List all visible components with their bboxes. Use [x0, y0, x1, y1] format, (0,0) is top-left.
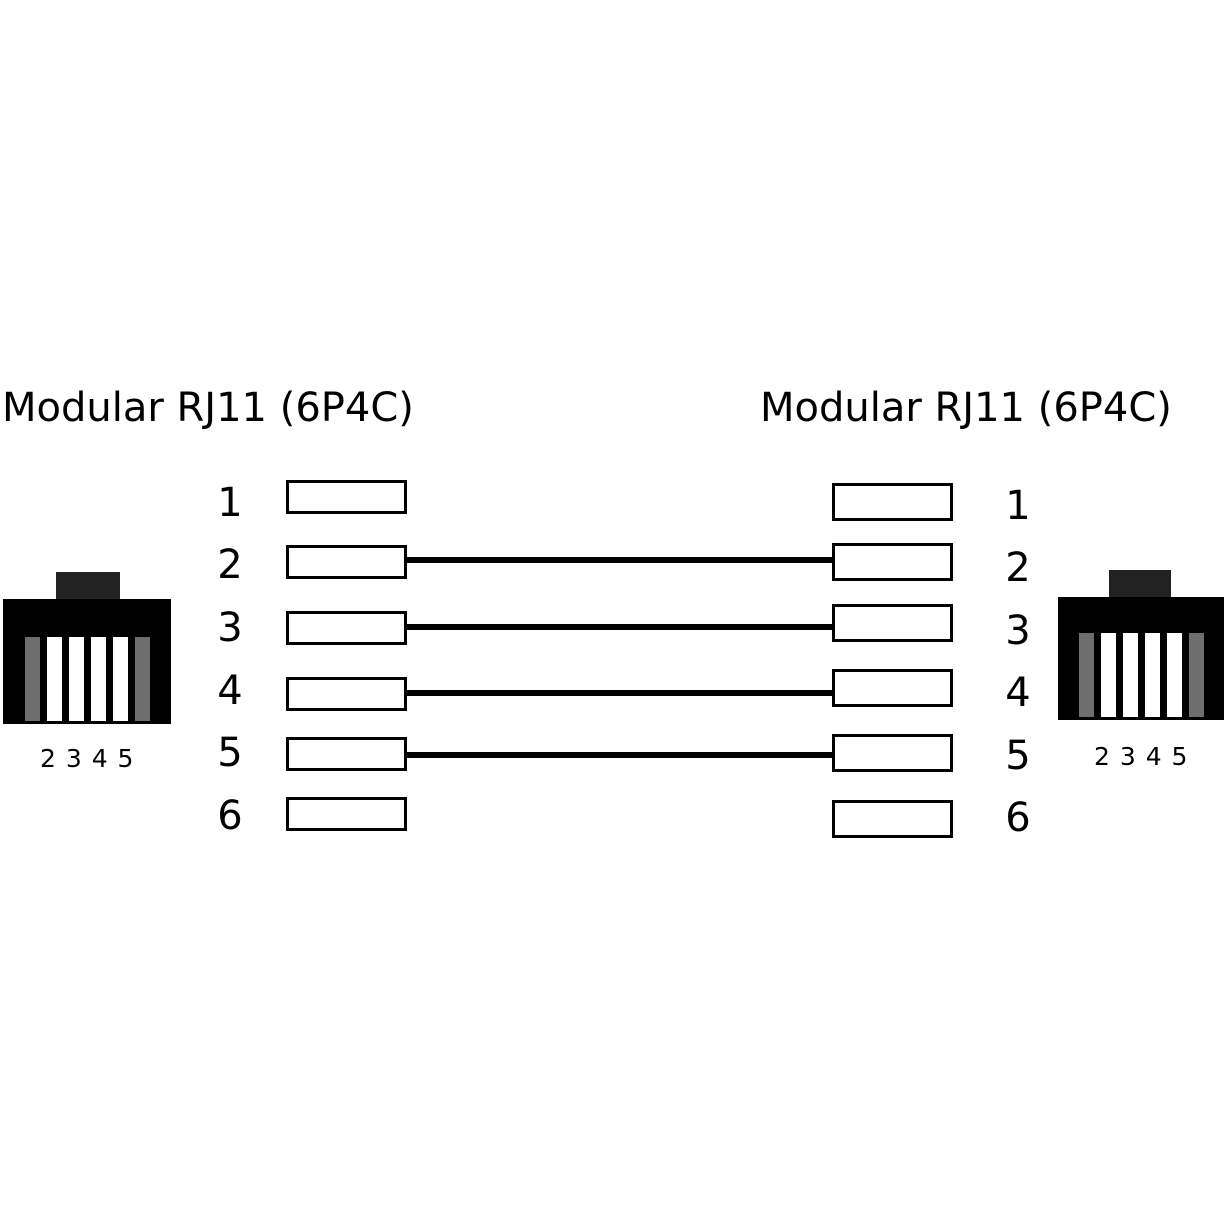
left-pin-box-2 [286, 545, 407, 579]
left-pin-number-4: 4 [217, 668, 243, 714]
left-rj11-plug-icon [3, 572, 171, 724]
left-pin-box-1 [286, 480, 407, 514]
left-pin-box-4 [286, 677, 407, 711]
right-plug-contact-1 [1079, 633, 1094, 717]
right-pin-box-1 [832, 483, 953, 521]
wire-pin-5 [407, 752, 834, 758]
right-rj11-plug-icon [1058, 570, 1224, 720]
left-plug-contact-4 [91, 637, 106, 721]
right-plug-contact-4 [1145, 633, 1160, 717]
left-plug-contact-labels: 2 3 4 5 [40, 744, 135, 773]
right-pin-number-3: 3 [1005, 608, 1031, 654]
right-connector-title: Modular RJ11 (6P4C) [760, 385, 1172, 431]
left-plug-contact-3 [69, 637, 84, 721]
left-connector-title: Modular RJ11 (6P4C) [2, 385, 414, 431]
right-pin-box-4 [832, 669, 953, 707]
right-pin-number-4: 4 [1005, 670, 1031, 716]
left-plug-latch [56, 572, 120, 600]
right-pin-number-6: 6 [1005, 795, 1031, 841]
right-plug-contact-5 [1167, 633, 1182, 717]
left-pin-number-5: 5 [217, 730, 243, 776]
right-plug-contact-6 [1189, 633, 1204, 717]
right-plug-contact-3 [1123, 633, 1138, 717]
left-pin-number-3: 3 [217, 605, 243, 651]
right-plug-latch [1109, 570, 1171, 598]
left-plug-contact-5 [113, 637, 128, 721]
left-pin-box-3 [286, 611, 407, 645]
right-pin-number-1: 1 [1005, 483, 1031, 529]
wire-pin-3 [407, 624, 834, 630]
left-pin-number-6: 6 [217, 793, 243, 839]
right-plug-contact-labels: 2 3 4 5 [1094, 742, 1189, 771]
left-pin-box-5 [286, 737, 407, 771]
wire-pin-2 [407, 557, 834, 563]
right-pin-box-3 [832, 604, 953, 642]
right-plug-contact-2 [1101, 633, 1116, 717]
left-pin-number-2: 2 [217, 542, 243, 588]
left-pin-number-1: 1 [217, 480, 243, 526]
right-pin-number-5: 5 [1005, 733, 1031, 779]
left-pin-box-6 [286, 797, 407, 831]
right-pin-number-2: 2 [1005, 545, 1031, 591]
left-plug-contact-2 [47, 637, 62, 721]
left-plug-contact-1 [25, 637, 40, 721]
right-pin-box-5 [832, 734, 953, 772]
wire-pin-4 [407, 690, 834, 696]
left-plug-contact-6 [135, 637, 150, 721]
right-pin-box-6 [832, 800, 953, 838]
right-pin-box-2 [832, 543, 953, 581]
